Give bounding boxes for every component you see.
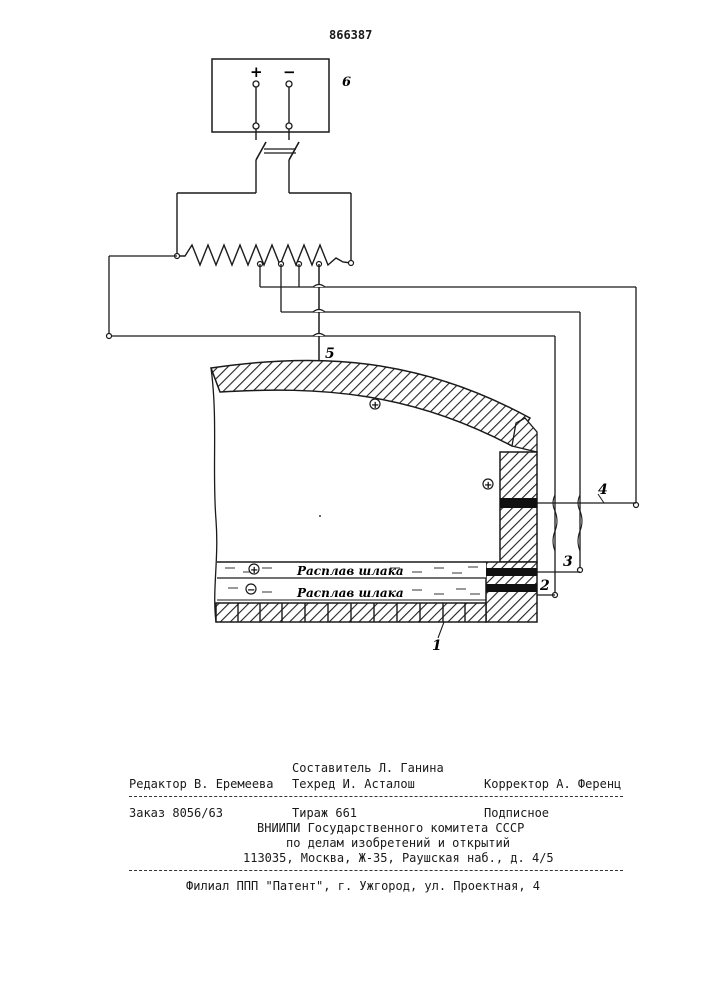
minus-terminal-sign: −: [283, 63, 296, 81]
print-run-line: Тираж 661: [292, 806, 358, 820]
electrode-4-block: [500, 498, 537, 508]
melt-upper-label: Расплав шлака: [296, 564, 404, 578]
separator-2: [129, 870, 623, 871]
circuit-furnace-diagram: + − 6: [105, 58, 640, 654]
rheostat-resistor: [177, 243, 352, 267]
org-line-1: ВНИИПИ Государственного комитета СССР: [257, 821, 525, 835]
patent-number: 866387: [329, 28, 373, 42]
label-4: 4: [598, 482, 608, 498]
techred-line: Техред И. Асталош: [292, 777, 415, 791]
switch-blade-right: [288, 141, 300, 161]
order-line: Заказ 8056/63: [129, 806, 223, 820]
plus-terminal-sign: +: [250, 63, 263, 81]
roof-bracket: [511, 417, 538, 453]
electrode-2-block: [486, 584, 537, 592]
subscription-line: Подписное: [484, 806, 550, 820]
power-source-box: [211, 58, 330, 133]
melt-polarity-minus: −: [247, 585, 255, 596]
melt-polarity-plus: +: [250, 565, 258, 576]
org-line-2: по делам изобретений и открытий: [286, 836, 510, 850]
branch-line: Филиал ППП "Патент", г. Ужгород, ул. Про…: [186, 879, 541, 893]
org-line-3: 113035, Москва, Ж-35, Раушская наб., д. …: [243, 851, 554, 865]
editor-line: Редактор В. Еремеева: [129, 777, 274, 791]
melt-lower-label: Расплав шлака: [296, 586, 404, 600]
label-1: 1: [432, 638, 442, 654]
label-2: 2: [539, 578, 550, 594]
plus-terminal: [252, 80, 260, 88]
corrector-line: Корректор А. Ференц: [484, 777, 622, 791]
switch-blade-left: [255, 141, 267, 161]
minus-terminal: [285, 80, 293, 88]
compiler-line: Составитель Л. Ганина: [292, 761, 444, 775]
roof-polarity-plus: +: [371, 400, 379, 411]
electrode-3-block: [486, 568, 537, 576]
label-3: 3: [563, 554, 573, 570]
upper-melt-layer: [217, 562, 486, 578]
electrode-label-5: 5: [325, 346, 335, 362]
source-label: 6: [342, 75, 351, 90]
wall-polarity-plus: +: [484, 480, 492, 491]
separator-1: [129, 796, 623, 797]
